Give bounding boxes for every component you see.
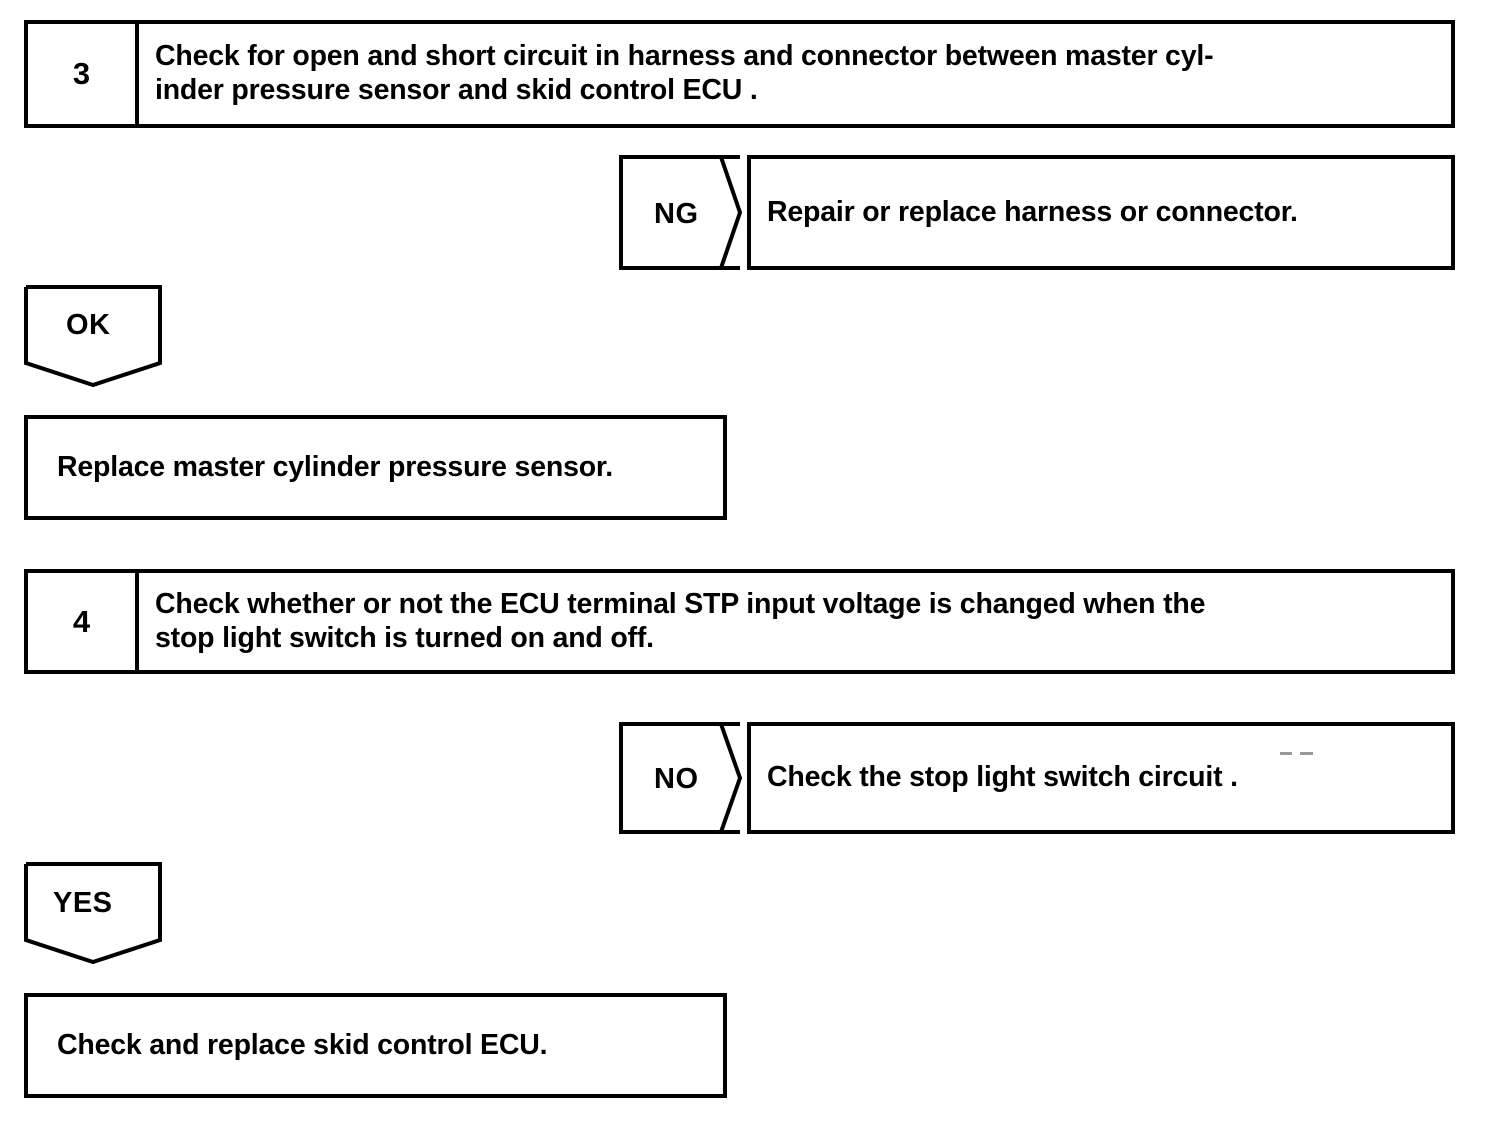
step-4-number-cell: 4: [28, 573, 139, 670]
branch-no-arrow: NO: [618, 722, 743, 834]
branch-ok-result-box: Replace master cylinder pressure sensor.: [24, 415, 727, 520]
branch-ok-result-inner: Replace master cylinder pressure sensor.: [28, 419, 723, 516]
branch-ng-arrow: NG: [618, 155, 743, 270]
branch-ok-label: OK: [66, 309, 111, 341]
step-4-number: 4: [72, 603, 91, 639]
step-4-instruction-body: Check whether or not the ECU terminal ST…: [139, 573, 1451, 670]
branch-ok-arrow: OK: [24, 285, 162, 388]
step-3-instruction-body: Check for open and short circuit in harn…: [139, 24, 1451, 124]
step-4-box: 4 Check whether or not the ECU terminal …: [24, 569, 1455, 674]
branch-ng-label: NG: [654, 198, 699, 230]
branch-ng-result-text: Repair or replace harness or connector.: [767, 195, 1298, 228]
branch-ng-result-box: Repair or replace harness or connector.: [747, 155, 1455, 270]
step-3-box: 3 Check for open and short circuit in ha…: [24, 20, 1455, 128]
branch-ok-result-text: Replace master cylinder pressure sensor.: [57, 450, 613, 483]
scan-artifact-mark-1: [1280, 752, 1292, 755]
branch-no-result-box: Check the stop light switch circuit .: [747, 722, 1455, 834]
branch-no-label: NO: [654, 763, 699, 795]
branch-yes-result-inner: Check and replace skid control ECU.: [28, 997, 723, 1094]
step-3-number: 3: [72, 56, 91, 91]
branch-yes-result-box: Check and replace skid control ECU.: [24, 993, 727, 1098]
step-4-instruction-text: Check whether or not the ECU terminal ST…: [155, 587, 1206, 654]
branch-ng-result-inner: Repair or replace harness or connector.: [751, 159, 1451, 266]
branch-yes-result-text: Check and replace skid control ECU.: [57, 1028, 548, 1061]
branch-yes-label: YES: [53, 887, 113, 919]
step-3-instruction-text: Check for open and short circuit in harn…: [155, 40, 1214, 106]
branch-yes-arrow: YES: [24, 862, 162, 965]
branch-no-result-inner: Check the stop light switch circuit .: [751, 726, 1451, 830]
branch-no-result-text: Check the stop light switch circuit .: [767, 761, 1238, 794]
scan-artifact-mark-2: [1300, 752, 1313, 755]
step-3-number-cell: 3: [28, 24, 139, 124]
